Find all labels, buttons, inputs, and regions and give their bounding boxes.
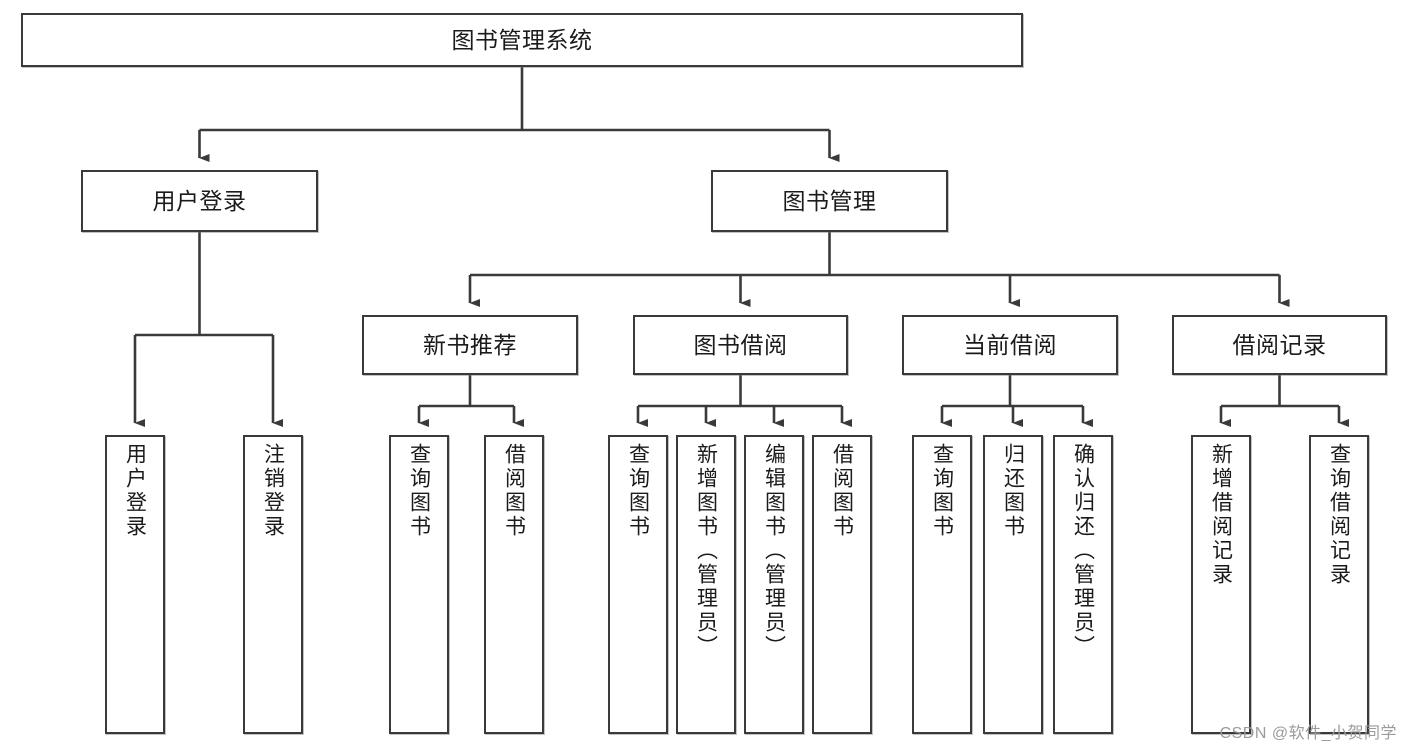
- node-leaf-cur-3[interactable]: 确认归还（管理员）: [1053, 435, 1113, 734]
- node-borrow[interactable]: 图书借阅: [633, 315, 848, 375]
- csdn-watermark: CSDN @软件_小贺同学: [1219, 725, 1397, 742]
- node-leaf-rec-2[interactable]: 查询借阅记录: [1309, 435, 1369, 734]
- node-label: 查询借阅记录: [1327, 443, 1351, 587]
- node-label: 归还图书: [1001, 443, 1025, 539]
- node-label: 新书推荐: [423, 331, 517, 358]
- node-leaf-login-1[interactable]: 用户登录: [105, 435, 165, 734]
- node-label: 新增借阅记录: [1209, 443, 1233, 587]
- node-label: 用户登录: [152, 187, 247, 214]
- node-leaf-bor-4[interactable]: 借阅图书: [812, 435, 872, 734]
- node-label: 确认归还（管理员）: [1071, 443, 1095, 659]
- node-label: 借阅图书: [502, 443, 526, 539]
- node-label: 注销登录: [261, 443, 285, 539]
- node-leaf-login-2[interactable]: 注销登录: [243, 435, 303, 734]
- node-label: 新增图书（管理员）: [694, 443, 718, 659]
- node-bookmgmt[interactable]: 图书管理: [711, 170, 948, 232]
- node-leaf-bor-3[interactable]: 编辑图书（管理员）: [744, 435, 804, 734]
- node-label: 查询图书: [626, 443, 650, 539]
- node-leaf-cur-2[interactable]: 归还图书: [983, 435, 1043, 734]
- node-label: 借阅记录: [1232, 331, 1327, 358]
- node-label: 图书管理: [782, 187, 877, 214]
- node-leaf-rec-1[interactable]: 新增借阅记录: [1191, 435, 1251, 734]
- node-records[interactable]: 借阅记录: [1172, 315, 1387, 375]
- node-current[interactable]: 当前借阅: [902, 315, 1118, 375]
- node-label: 图书借阅: [693, 331, 788, 358]
- node-leaf-new-1[interactable]: 查询图书: [389, 435, 449, 734]
- node-label: 编辑图书（管理员）: [762, 443, 786, 659]
- node-label: 借阅图书: [830, 443, 854, 539]
- node-leaf-new-2[interactable]: 借阅图书: [484, 435, 544, 734]
- node-label: 查询图书: [930, 443, 954, 539]
- node-leaf-cur-1[interactable]: 查询图书: [912, 435, 972, 734]
- node-leaf-bor-2[interactable]: 新增图书（管理员）: [676, 435, 736, 734]
- node-label: 用户登录: [123, 443, 147, 539]
- node-root[interactable]: 图书管理系统: [21, 13, 1023, 67]
- node-leaf-bor-1[interactable]: 查询图书: [608, 435, 668, 734]
- node-label: 查询图书: [407, 443, 431, 539]
- node-newbook[interactable]: 新书推荐: [362, 315, 578, 375]
- node-login[interactable]: 用户登录: [81, 170, 318, 232]
- node-label: 图书管理系统: [451, 26, 593, 53]
- node-label: 当前借阅: [963, 331, 1057, 358]
